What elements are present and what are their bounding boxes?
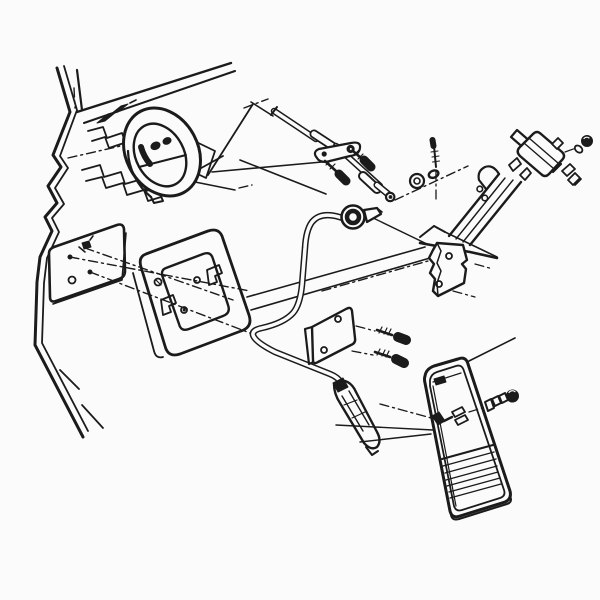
shaft-bolt bbox=[564, 135, 593, 154]
pivot-bracket bbox=[427, 241, 494, 298]
pedal-stud bbox=[431, 406, 486, 426]
retainer-clip bbox=[427, 169, 440, 180]
pedal-shank-blade bbox=[332, 377, 381, 456]
pedal-rod bbox=[249, 211, 349, 390]
rod-bracket-plate bbox=[313, 141, 362, 164]
mount-axis-lines bbox=[69, 247, 251, 334]
body-side-panel bbox=[33, 65, 104, 439]
dash-grommet-seal bbox=[122, 106, 202, 204]
flat-washer bbox=[408, 172, 426, 190]
clamp-bolts bbox=[323, 149, 376, 186]
pedal-support-plate bbox=[132, 228, 252, 359]
bellcrank-eyelet bbox=[340, 204, 383, 230]
insulator-pad bbox=[47, 223, 127, 305]
support-bracket bbox=[303, 306, 376, 366]
shaft-support-channel bbox=[418, 165, 523, 260]
accelerator-pedal bbox=[423, 356, 512, 521]
panel-edge-lines bbox=[179, 98, 327, 195]
recess-edge-lines bbox=[246, 215, 516, 362]
throttle-cross-shaft bbox=[508, 128, 582, 186]
linkage-axis-line bbox=[394, 165, 469, 201]
pedal-bolt bbox=[484, 389, 519, 412]
adjusting-screw bbox=[429, 137, 441, 202]
bracket-bolts bbox=[373, 326, 411, 368]
